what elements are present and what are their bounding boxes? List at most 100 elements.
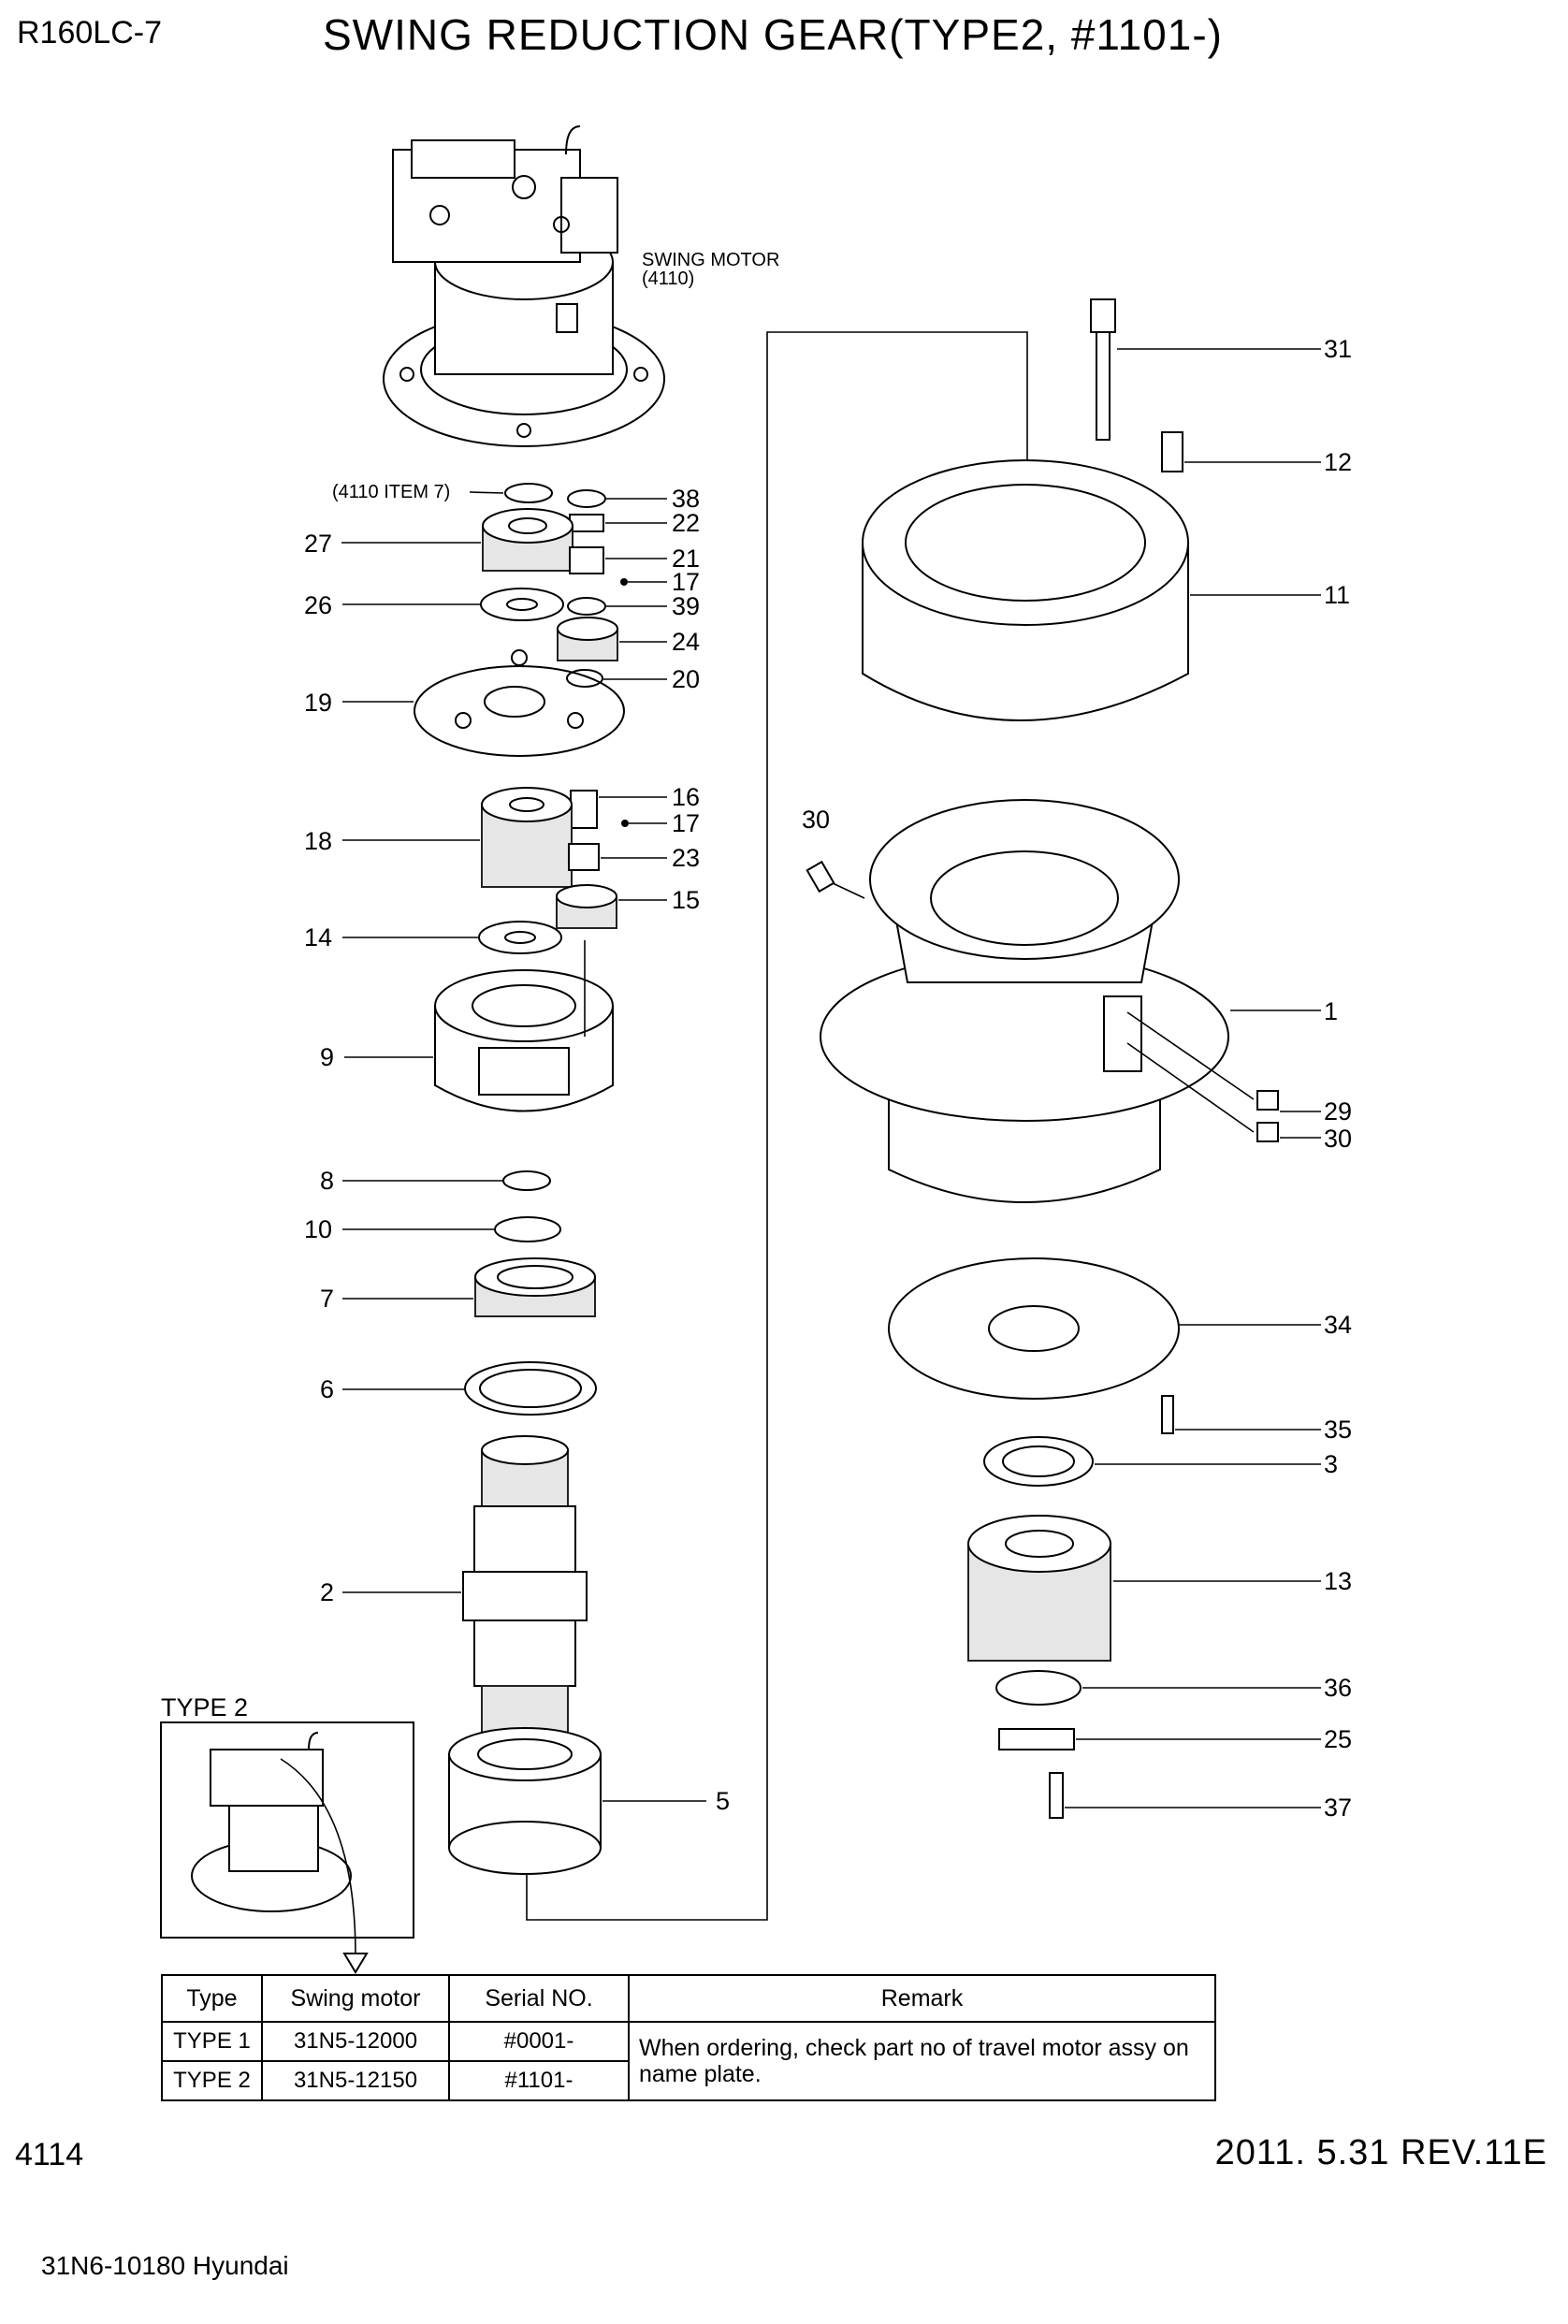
part-16-pin xyxy=(570,790,598,829)
part-29-plug xyxy=(1256,1090,1279,1111)
callout-17a: 17 xyxy=(672,568,700,596)
callout-7: 7 xyxy=(320,1285,334,1313)
callout-21: 21 xyxy=(672,545,700,573)
callout-3: 3 xyxy=(1324,1450,1338,1478)
callout-31: 31 xyxy=(1324,335,1352,363)
cell-type: TYPE 2 xyxy=(161,2060,263,2101)
part-3-oil-seal xyxy=(983,1436,1094,1487)
callout-10: 10 xyxy=(304,1215,332,1243)
callout-14: 14 xyxy=(304,923,332,951)
revision-date: 2011. 5.31 REV.11E xyxy=(1214,2133,1547,2172)
document-code: 31N6-10180 Hyundai xyxy=(41,2251,289,2280)
callout-6: 6 xyxy=(320,1375,334,1403)
cell-serial: #1101- xyxy=(448,2060,630,2101)
cell-remark: When ordering, check part no of travel m… xyxy=(628,2021,1216,2101)
part-30-plug-lower xyxy=(1256,1122,1279,1142)
callout-11: 11 xyxy=(1324,581,1350,609)
callout-25: 25 xyxy=(1324,1725,1352,1753)
part-1-housing xyxy=(820,799,1229,1203)
callout-12: 12 xyxy=(1324,448,1352,476)
part-10-snap-ring xyxy=(494,1216,561,1242)
cell-motor: 31N5-12150 xyxy=(261,2060,450,2101)
callout-29: 29 xyxy=(1324,1097,1352,1126)
part-22-collar xyxy=(569,514,604,532)
swing-motor-label: SWING MOTOR xyxy=(642,250,779,270)
callout-2: 2 xyxy=(320,1578,334,1606)
part-2-pinion-shaft xyxy=(462,1435,588,1752)
part-5-bearing xyxy=(448,1727,602,1875)
ring-ref-item7 xyxy=(504,483,553,503)
part-24-gear xyxy=(557,617,618,661)
callout-1: 1 xyxy=(1324,997,1338,1025)
part-31-bolt xyxy=(1090,298,1116,441)
part-14-washer xyxy=(478,921,562,954)
callout-35: 35 xyxy=(1324,1416,1352,1444)
part-20-ring xyxy=(566,669,603,688)
cell-motor: 31N5-12000 xyxy=(261,2021,450,2062)
type2-arrow xyxy=(280,1758,356,1956)
swing-motor-illustration xyxy=(383,125,665,447)
part-15-gear xyxy=(556,884,617,929)
callout-24: 24 xyxy=(672,628,700,656)
type-table-header: Type Swing motor Serial NO. Remark xyxy=(161,1974,1216,2023)
part-27-gear xyxy=(482,508,573,572)
table-row: TYPE 2 31N5-12150 #1101- xyxy=(161,2060,1215,2101)
callout-26: 26 xyxy=(304,591,332,619)
callout-30a: 30 xyxy=(802,806,830,834)
col-motor-header: Swing motor xyxy=(261,1974,450,2023)
part-18-gear xyxy=(481,787,573,888)
callout-13: 13 xyxy=(1324,1567,1352,1595)
cell-type: TYPE 1 xyxy=(161,2021,263,2062)
part-13-pinion-gear xyxy=(967,1515,1111,1662)
callout-15: 15 xyxy=(672,886,700,914)
type2-inset-frame xyxy=(160,1721,414,1939)
callout-5: 5 xyxy=(716,1787,730,1815)
part-36-plate xyxy=(995,1670,1082,1706)
part-38-ring xyxy=(567,489,606,508)
callout-34: 34 xyxy=(1324,1311,1352,1339)
part-26-washer xyxy=(480,588,564,621)
callout-30b: 30 xyxy=(1324,1125,1352,1153)
part-12-dowel-pin xyxy=(1161,431,1183,472)
part-11-ring-gear xyxy=(862,459,1189,721)
callout-20: 20 xyxy=(672,665,700,693)
callout-19: 19 xyxy=(304,689,332,717)
part-23-bushing xyxy=(568,843,600,871)
callout-27: 27 xyxy=(304,530,332,558)
callout-38: 38 xyxy=(672,485,700,513)
part-39-ring xyxy=(567,597,606,616)
callout-37: 37 xyxy=(1324,1794,1352,1822)
part-19-carrier-plate xyxy=(414,649,625,757)
callout-36: 36 xyxy=(1324,1674,1352,1702)
callout-17b: 17 xyxy=(672,809,700,837)
cell-serial: #0001- xyxy=(448,2021,630,2062)
part-9-carrier xyxy=(434,969,614,1112)
item7-reference: (4110 ITEM 7) xyxy=(332,482,450,502)
callout-9: 9 xyxy=(320,1043,334,1071)
type2-motor-illustration xyxy=(191,1732,352,1912)
part-8-disc xyxy=(502,1170,551,1191)
col-serial-header: Serial NO. xyxy=(448,1974,630,2023)
table-row: TYPE 1 31N5-12000 #0001- When ordering, … xyxy=(161,2021,1216,2101)
callout-22: 22 xyxy=(672,509,700,537)
part-37-bolt xyxy=(1049,1772,1064,1819)
part-21-pin xyxy=(569,546,604,574)
callout-16: 16 xyxy=(672,783,700,811)
callout-18: 18 xyxy=(304,827,332,855)
page-number: 4114 xyxy=(15,2137,84,2172)
part-35-bolt xyxy=(1161,1395,1174,1434)
col-remark-header: Remark xyxy=(628,1974,1216,2023)
callout-39: 39 xyxy=(672,592,700,620)
model-number: R160LC-7 xyxy=(17,15,162,51)
part-7-bearing xyxy=(474,1257,596,1317)
part-6-seal xyxy=(464,1361,597,1416)
swing-motor-code: (4110) xyxy=(642,269,694,289)
page-title: SWING REDUCTION GEAR(TYPE2, #1101-) xyxy=(323,10,1223,59)
type2-label: TYPE 2 xyxy=(161,1693,248,1721)
part-30-plug-upper xyxy=(806,860,835,893)
callout-23: 23 xyxy=(672,844,700,872)
type-table: Type Swing motor Serial NO. Remark TYPE … xyxy=(161,1974,1216,2101)
col-type-header: Type xyxy=(161,1974,263,2023)
part-34-cover-plate xyxy=(888,1257,1180,1400)
